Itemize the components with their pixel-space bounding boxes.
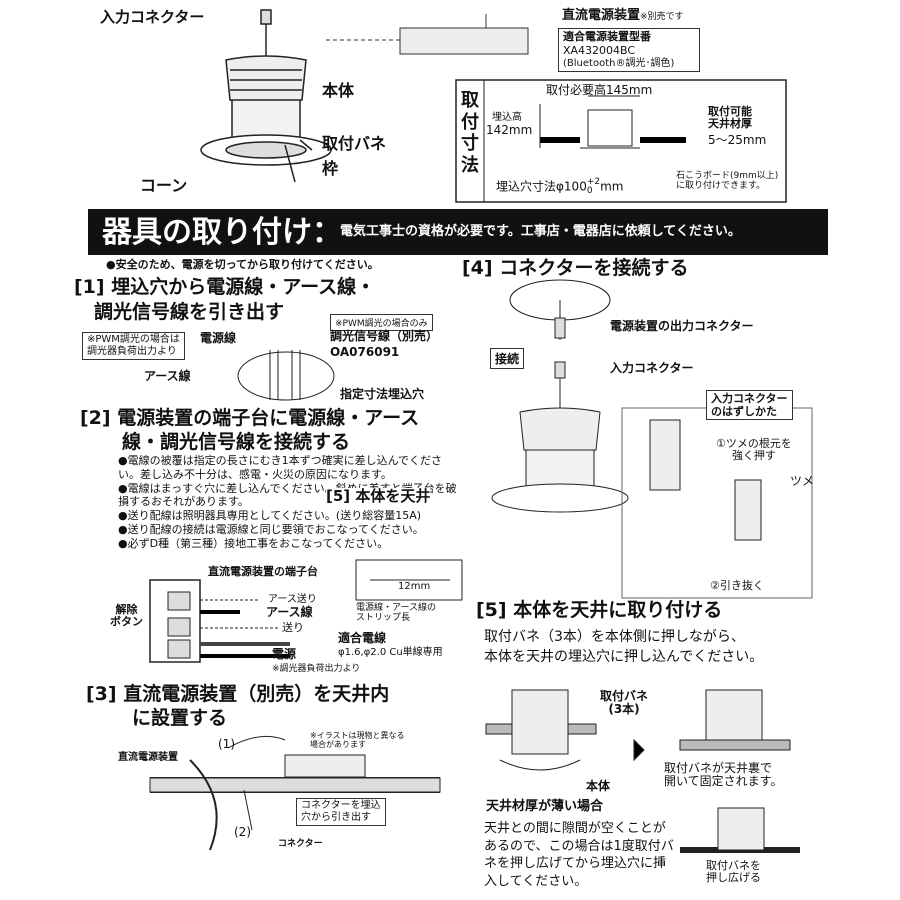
press-note: ①ツメの根元を 強く押す — [716, 437, 792, 463]
step1-title-line2: 調光信号線を引き出す — [94, 301, 285, 323]
step2-bullet: ●送り配線の接続は電源線と同じ要領でおこなってください。 — [118, 522, 424, 536]
step4-title: [4] コネクターを接続する — [462, 257, 689, 279]
step1-title-line1: [1] 埋込穴から電源線・アース線・ — [74, 276, 376, 298]
strip-length: 12mm — [398, 581, 431, 592]
sold-separately-note: ※別売です — [640, 12, 684, 22]
power-wire-label: 電源 — [272, 647, 297, 661]
safety-note: ●安全のため、電源を切ってから取り付けてください。 — [106, 258, 379, 271]
dimension-side-label: 取付寸法 — [461, 90, 479, 176]
step5-spring-label: 取付バネ (3本) — [600, 689, 649, 717]
banner-title: 器具の取り付け： — [102, 215, 342, 250]
step3-dc-power: 直流電源装置 — [118, 752, 178, 763]
power-line-label: 電源線 — [200, 331, 237, 345]
step4-drawing — [491, 279, 813, 599]
earth-line-label: アース線 — [144, 369, 191, 383]
removal-title: 入力コネクター のはずしかた — [706, 390, 793, 421]
terminal-block-drawing — [149, 559, 463, 663]
signal-line-model: OA076091 — [330, 345, 400, 359]
pwm-only-note: ※PWM調光の場合のみ — [330, 314, 433, 331]
release-button-label: 解除 ボタン — [110, 603, 143, 629]
dimmer-note: ※調光器負荷出力より — [272, 664, 361, 674]
signal-line-label: 調光信号線（別売） — [330, 329, 439, 343]
frame-label: 枠 — [322, 159, 339, 178]
fixture-drawing — [200, 9, 332, 183]
section-banner: 器具の取り付け： 電気工事士の資格が必要です。工事店・電器店に依頼してください。 — [88, 209, 828, 255]
thin-ceiling-title: 天井材厚が薄い場合 — [486, 799, 604, 814]
thickness-value: 5〜25mm — [708, 133, 767, 147]
dc-power-label: 直流電源装置※別売です — [562, 8, 684, 23]
output-connector-label: 電源装置の出力コネクター — [610, 319, 754, 333]
hole-minus: 0 — [586, 186, 593, 196]
step2-bullets: ●電線の被覆は指定の長さにむき1本ずつ確実に差し込んでください。差し込み不十分は… — [118, 454, 458, 550]
feed-label: 送り — [282, 621, 304, 634]
spread-note: 取付バネを 押し広げる — [706, 859, 761, 885]
hole-unit: mm — [600, 179, 624, 194]
step5-title: [5] 本体を天井に取り付ける — [476, 599, 723, 621]
step2-title-line1: [2] 電源装置の端子台に電源線・アース — [80, 407, 420, 429]
spring-label: 取付バネ — [322, 134, 387, 153]
step1-pwm-note: ※PWM調光の場合は 調光器負荷出力より — [82, 332, 185, 360]
model-number: XA432004BC — [563, 43, 636, 57]
thickness-title: 取付可能 天井材厚 — [708, 105, 752, 131]
step3-a: (1) — [218, 737, 235, 751]
compatible-model-box: 適合電源装置型番 XA432004BC (Bluetooth®調光･調色) — [558, 28, 700, 72]
step5-desc-line2: 本体を天井の埋込穴に押し込んでください。 — [484, 649, 764, 665]
fixed-note: 取付バネが天井裏で 開いて固定されます。 — [664, 761, 783, 789]
hole-label: 指定寸法埋込穴 — [340, 387, 425, 401]
dc-power-drawing — [326, 14, 529, 55]
model-note: (Bluetooth®調光･調色) — [563, 57, 675, 69]
overlap-fragment: [5] 本体を天井 — [326, 487, 431, 505]
hole-base: 100 — [563, 179, 587, 194]
banner-subtitle: 電気工事士の資格が必要です。工事店・電器店に依頼してください。 — [340, 224, 741, 239]
hole-prefix: 埋込穴寸法φ — [496, 179, 564, 194]
step5-desc-line1: 取付バネ（3本）を本体側に押しながら、 — [484, 629, 745, 645]
embed-height-label: 埋込高 — [492, 112, 522, 123]
step4-input-connector: 入力コネクター — [610, 361, 694, 375]
pull-note: ②引き抜く — [710, 579, 764, 592]
step1-drawing — [237, 350, 335, 401]
compatible-model-label: 適合電源装置型番 — [563, 30, 651, 43]
dc-power-name: 直流電源装置 — [562, 8, 641, 23]
step2-bullet: ●送り配線は照明器具専用としてください。(送り総容量15A) — [118, 509, 422, 522]
required-height: 取付必要高145mm — [546, 83, 653, 97]
cone-label: コーン — [140, 176, 188, 195]
embed-height-value: 142mm — [486, 123, 533, 137]
wire-title: 適合電線 — [338, 631, 387, 645]
pull-out-note: コネクターを埋込 穴から引き出す — [296, 798, 386, 826]
dimension-box — [455, 79, 787, 203]
earth-feed-label: アース送り — [268, 594, 317, 605]
strip-note: 電源線・アース線の ストリップ長 — [356, 603, 437, 623]
hole-plus: +2 — [586, 177, 601, 187]
step2-bullet: ●必ずD種（第三種）接地工事をおこなってください。 — [118, 536, 389, 550]
step2-title-line2: 線・調光信号線を接続する — [122, 431, 351, 453]
step3-drawing — [149, 735, 441, 851]
step5-drawing — [485, 689, 800, 853]
input-connector-label: 入力コネクター — [100, 8, 205, 26]
step3-title-line1: [3] 直流電源装置（別売）を天井内 — [86, 683, 390, 705]
step3-b: (2) — [234, 825, 251, 839]
step5-body-label: 本体 — [586, 779, 611, 793]
illus-note: ※イラストは現物と異なる 場合があります — [310, 731, 405, 749]
thin-ceiling-text: 天井との間に隙間が空くことがあるので、この場合は1度取付バネを押し広げてから埋込… — [484, 821, 674, 889]
body-label: 本体 — [322, 81, 355, 100]
claw-label: ツメ — [790, 474, 815, 488]
connect-label: 接続 — [490, 348, 525, 369]
step2-bullet: ●電線の被覆は指定の長さにむき1本ずつ確実に差し込んでください。差し込み不十分は… — [118, 454, 443, 481]
wire-spec: φ1.6,φ2.0 Cu単線専用 — [338, 647, 443, 658]
step3-title-line2: に設置する — [132, 707, 228, 729]
board-note: 石こうボード(9mm以上) に取り付けできます。 — [676, 171, 779, 191]
connector-label: コネクター — [278, 839, 323, 849]
terminal-title: 直流電源装置の端子台 — [208, 565, 318, 578]
earth-wire-label: アース線 — [266, 605, 313, 619]
